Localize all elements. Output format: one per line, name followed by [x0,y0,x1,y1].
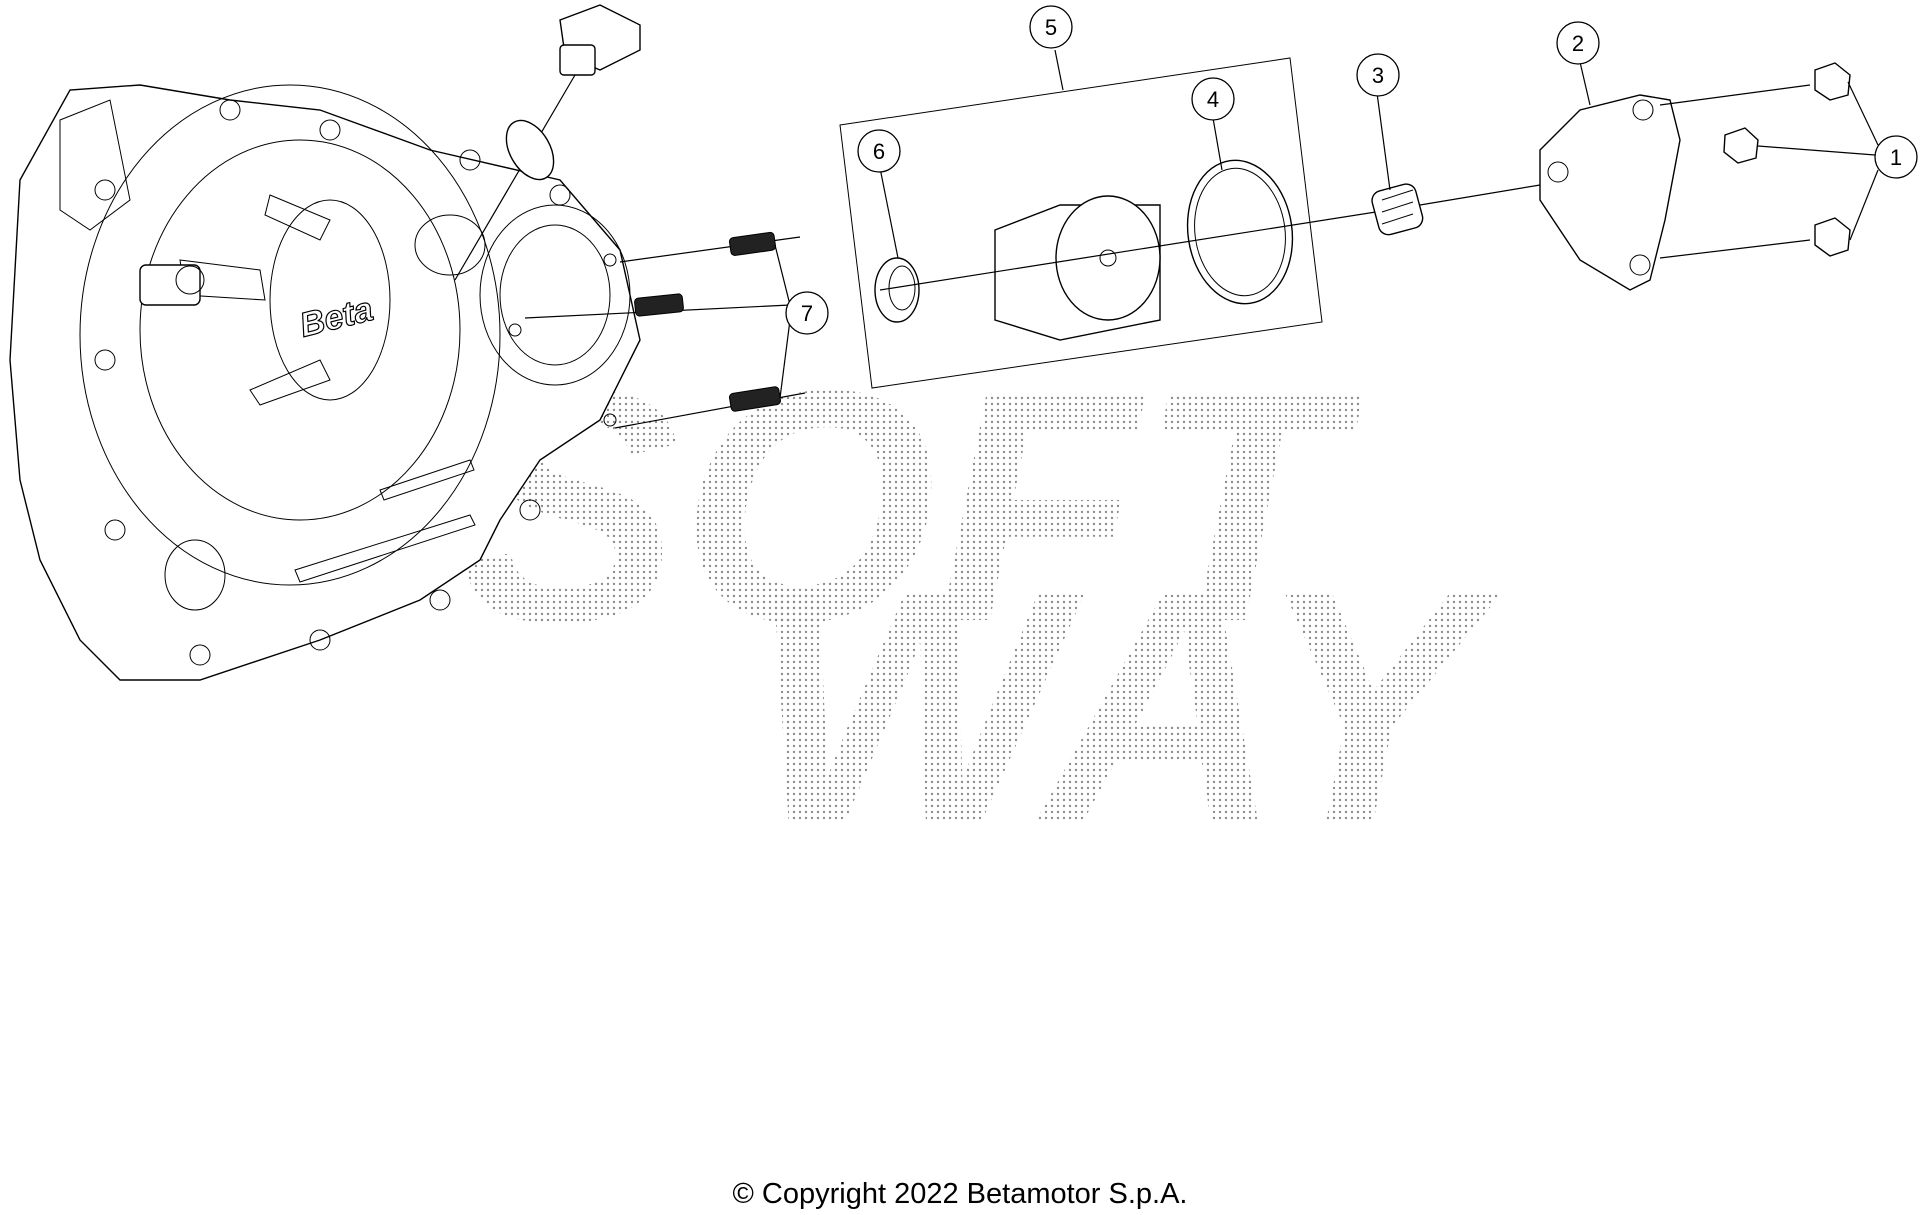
callout-4: 4 [1191,77,1235,121]
svg-text:1: 1 [1890,145,1902,170]
svg-text:2: 2 [1572,31,1584,56]
bolts [1723,62,1876,257]
svg-text:5: 5 [1045,15,1057,40]
oil-filler-cap [454,4,641,281]
watermark: SOFT WAY [460,321,1505,890]
callout-7: 7 [785,291,829,335]
studs [524,231,806,429]
callout-3: 3 [1356,53,1400,97]
callout-5: 5 [1029,5,1073,49]
svg-text:4: 4 [1207,87,1219,112]
copyright-notice: © Copyright 2022 Betamotor S.p.A. [732,1178,1188,1210]
watermark-line-2: WAY [750,521,1505,890]
callout-2: 2 [1556,21,1600,65]
callout-1: 1 [1874,135,1918,179]
svg-text:6: 6 [873,139,885,164]
callout-6: 6 [857,129,901,173]
spring [1371,183,1541,236]
filter-cover [1539,84,1811,291]
svg-text:7: 7 [801,301,813,326]
svg-text:3: 3 [1372,63,1384,88]
filter-kit [839,57,1421,389]
callout-leaders [879,49,1879,259]
